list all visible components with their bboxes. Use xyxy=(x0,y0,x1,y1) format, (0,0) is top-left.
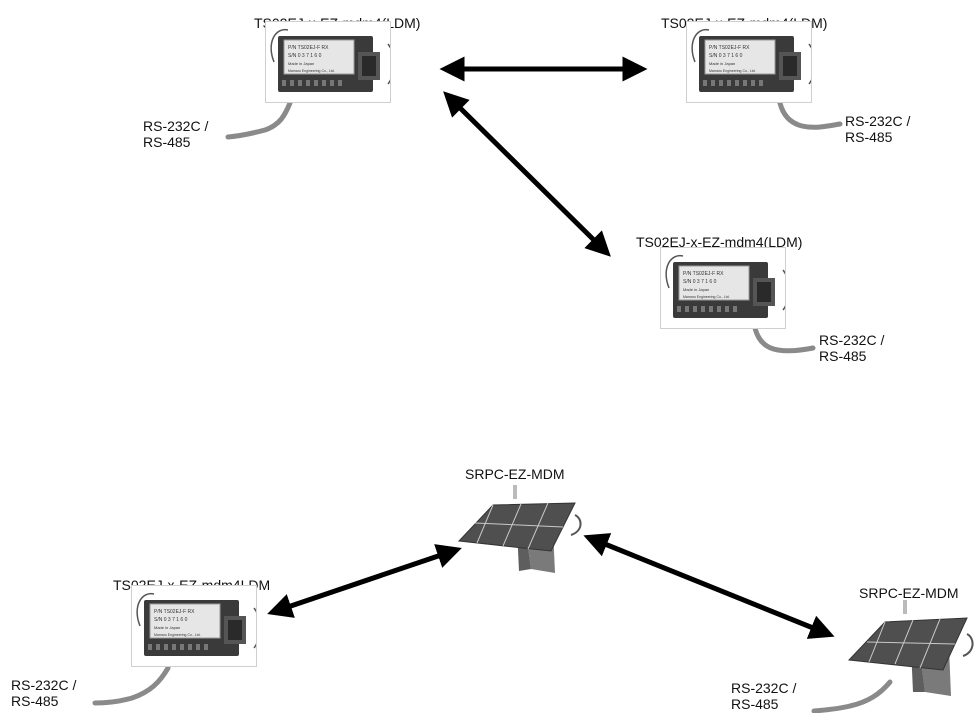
link-arrow-s1-s2 xyxy=(583,533,835,639)
device-label-s1: SRPC-EZ-MDM xyxy=(465,466,565,482)
cable-label-line-1: RS-232C / xyxy=(11,677,77,693)
plate-line-4: Mamaru Engineering Co., Ltd. xyxy=(709,69,756,73)
plate-line-3: Made in Japan xyxy=(709,61,735,66)
plate-line-4: Mamaru Engineering Co., Ltd. xyxy=(288,69,335,73)
cable-label-m4: RS-232C / RS-485 xyxy=(11,677,76,709)
plate-line-3: Made in Japan xyxy=(288,61,314,66)
plate-line-1: P/N TS02EJ-F RX xyxy=(288,45,329,51)
cable-label-line-1: RS-232C / xyxy=(143,118,209,134)
modem-module-m2: P/N TS02EJ-F RX S/N 0 3 7 1 6 0 Made in … xyxy=(686,21,812,103)
modem-board-icon: P/N TS02EJ-F RX S/N 0 3 7 1 6 0 Made in … xyxy=(691,28,811,92)
cable-label-m1: RS-232C / RS-485 xyxy=(143,118,208,150)
plate-line-3: Made in Japan xyxy=(683,287,709,292)
modem-module-m1: P/N TS02EJ-F RX S/N 0 3 7 1 6 0 Made in … xyxy=(265,21,391,103)
link-arrow-m4-s1 xyxy=(267,544,462,618)
cable-label-line-1: RS-232C / xyxy=(731,680,797,696)
link-arrow-m1-m3 xyxy=(443,91,611,257)
modem-board-icon: P/N TS02EJ-F RX S/N 0 3 7 1 6 0 Made in … xyxy=(270,28,390,92)
cable-m1 xyxy=(225,100,293,140)
cable-s2 xyxy=(811,679,893,713)
plate-line-2: S/N 0 3 7 1 6 0 xyxy=(683,279,717,285)
device-label-m3: TS02EJ-x-EZ-mdm4(LDM) xyxy=(636,234,803,250)
solar-unit-s2 xyxy=(845,600,975,700)
solar-unit-s1 xyxy=(455,485,585,580)
cable-m4 xyxy=(92,665,171,706)
modem-module-m3: P/N TS02EJ-F RX S/N 0 3 7 1 6 0 Made in … xyxy=(660,247,786,329)
modem-board-icon: P/N TS02EJ-F RX S/N 0 3 7 1 6 0 Made in … xyxy=(136,592,256,656)
plate-line-4: Mamaru Engineering Co., Ltd. xyxy=(154,633,201,637)
plate-line-2: S/N 0 3 7 1 6 0 xyxy=(709,53,743,59)
plate-line-1: P/N TS02EJ-F RX xyxy=(683,271,724,277)
cable-label-s2: RS-232C / RS-485 xyxy=(731,680,796,712)
cable-label-line-1: RS-232C / xyxy=(845,113,911,129)
plate-line-2: S/N 0 3 7 1 6 0 xyxy=(154,617,188,623)
cable-label-line-2: RS-485 xyxy=(11,693,59,709)
cable-label-line-2: RS-485 xyxy=(143,134,191,150)
plate-line-2: S/N 0 3 7 1 6 0 xyxy=(288,53,322,59)
cable-label-m3: RS-232C / RS-485 xyxy=(819,332,884,364)
cable-label-line-2: RS-485 xyxy=(731,696,779,712)
solar-panel-icon xyxy=(457,485,582,573)
plate-line-3: Made in Japan xyxy=(154,625,180,630)
modem-module-m4: P/N TS02EJ-F RX S/N 0 3 7 1 6 0 Made in … xyxy=(131,585,257,667)
plate-line-1: P/N TS02EJ-F RX xyxy=(154,609,195,615)
cable-label-line-2: RS-485 xyxy=(819,348,867,364)
plate-line-1: P/N TS02EJ-F RX xyxy=(709,45,750,51)
plate-line-4: Mamaru Engineering Co., Ltd. xyxy=(683,295,730,299)
modem-board-icon: P/N TS02EJ-F RX S/N 0 3 7 1 6 0 Made in … xyxy=(665,254,785,318)
solar-panel-icon xyxy=(847,600,974,696)
cable-label-line-2: RS-485 xyxy=(845,129,893,145)
device-label-s2: SRPC-EZ-MDM xyxy=(859,585,959,601)
cable-label-line-1: RS-232C / xyxy=(819,332,885,348)
cable-m3 xyxy=(752,325,816,354)
cable-label-m2: RS-232C / RS-485 xyxy=(845,113,910,145)
cable-m2 xyxy=(777,100,843,130)
